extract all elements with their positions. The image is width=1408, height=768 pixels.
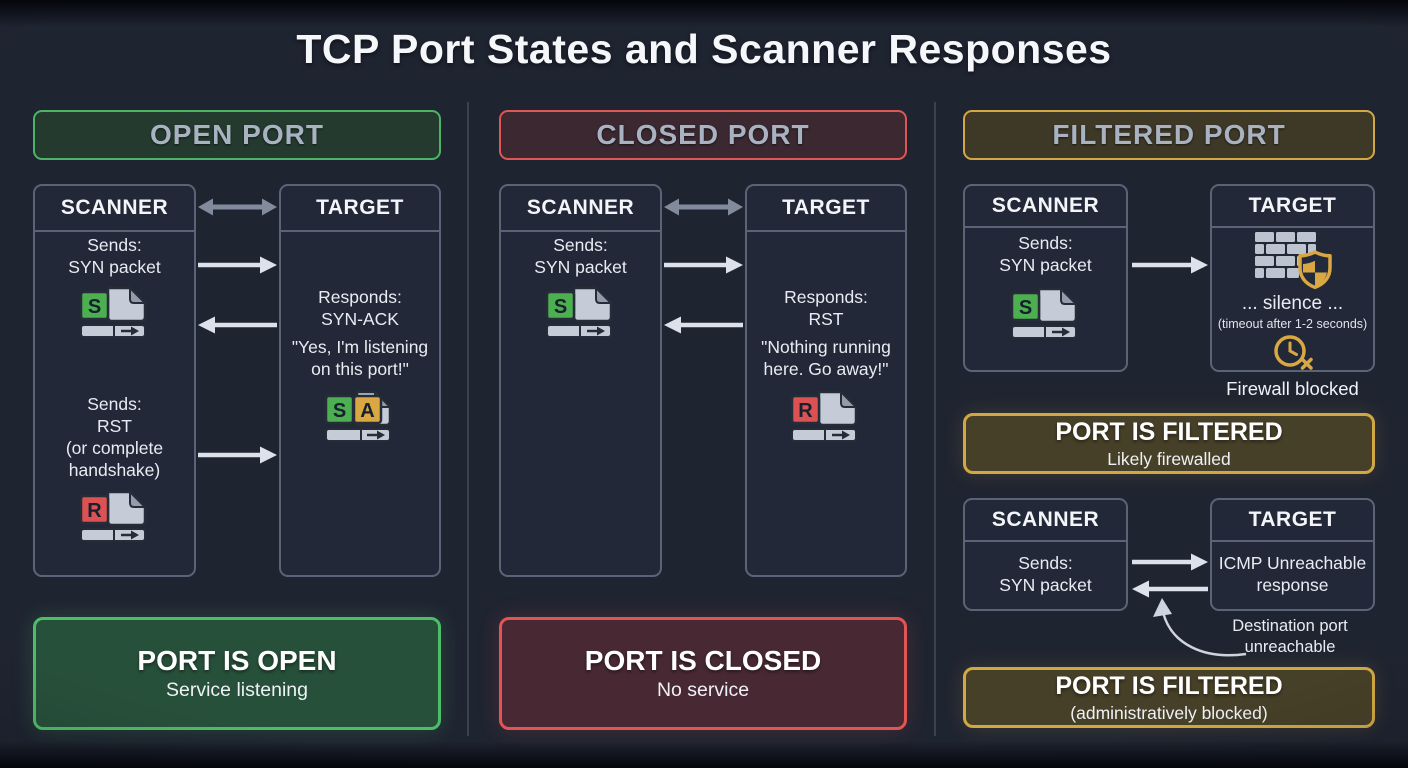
closed-port-header: CLOSED PORT [499,110,907,160]
page-title: TCP Port States and Scanner Responses [296,26,1112,72]
open-syn-arrow-icon [198,256,277,274]
filtered-result1-subtitle: Likely firewalled [1107,448,1231,469]
open-target-responds: Responds: SYN-ACK [318,287,402,330]
closed-syn-arrow-icon [664,256,743,274]
closed-scanner-box: SCANNER Sends: SYN packet S [499,184,662,577]
closed-scanner-title: SCANNER [501,186,660,232]
timeout-clock-icon [1212,333,1373,371]
filtered-port-header: FILTERED PORT [963,110,1375,160]
syn-flag-letter: S [333,400,346,422]
syn-flag-letter: S [87,296,100,318]
synack-packet-icon: S A [281,388,439,444]
open-scanner-box: SCANNER Sends: SYN packet S Sends: RST (… [33,184,196,577]
closed-scanner-step1: Sends: SYN packet [534,235,627,278]
rst-flag-letter: R [87,500,102,522]
filtered-result1-title: PORT IS FILTERED [1055,417,1283,446]
filtered-scanner-step-1: Sends: SYN packet [999,233,1092,276]
ack-flag-letter: A [360,400,374,422]
closed-rst-arrow-icon [664,316,743,334]
syn-packet-icon: S [965,285,1126,341]
firewall-shield-icon [1212,230,1373,294]
open-target-box: TARGET Responds: SYN-ACK "Yes, I'm liste… [279,184,441,577]
open-target-title: TARGET [281,186,439,232]
syn-flag-letter: S [1018,297,1031,319]
open-handshake-arrow-icon [198,198,277,216]
open-result-banner: PORT IS OPEN Service listening [33,617,441,730]
open-synack-arrow-icon [198,316,277,334]
filtered-scanner-box-1: SCANNER Sends: SYN packet S [963,184,1128,372]
rst-packet-icon: R [747,388,905,444]
closed-target-box: TARGET Responds: RST "Nothing running he… [745,184,907,577]
filtered-target-title-1: TARGET [1212,186,1373,228]
column-divider-1 [467,102,469,736]
filtered-timeout-text: (timeout after 1-2 seconds) [1217,317,1368,331]
filtered-scanner-title-2: SCANNER [965,500,1126,542]
filtered-result2-title: PORT IS FILTERED [1055,671,1283,700]
syn-packet-icon: S [501,284,660,340]
open-port-header-label: OPEN PORT [150,119,324,150]
column-divider-2 [934,102,936,736]
destination-unreachable-label: Destination port unreachable [1232,617,1348,656]
filtered-scanner-title-1: SCANNER [965,186,1126,228]
filtered-result-banner-1: PORT IS FILTERED Likely firewalled [963,413,1375,474]
closed-result-banner: PORT IS CLOSED No service [499,617,907,730]
filtered-result-banner-2: PORT IS FILTERED (administratively block… [963,667,1375,728]
filtered-scanner-box-2: SCANNER Sends: SYN packet [963,498,1128,611]
open-result-subtitle: Service listening [166,679,308,701]
filtered2-syn-arrow-icon [1132,553,1208,571]
closed-result-title: PORT IS CLOSED [584,645,822,676]
closed-result-subtitle: No service [656,679,750,701]
filtered-icmp-text: ICMP Unreachable response [1218,553,1367,596]
open-scanner-step2: Sends: RST (or complete handshake) [65,394,164,481]
rst-packet-icon: R [35,488,194,544]
closed-target-quote: "Nothing running here. Go away!" [761,337,891,380]
syn-packet-icon: S [35,284,194,340]
syn-flag-letter: S [553,296,566,318]
closed-target-responds: Responds: RST [784,287,868,330]
open-target-quote: "Yes, I'm listening on this port!" [291,337,429,380]
open-rst-arrow-icon [198,446,277,464]
rst-flag-letter: R [798,400,813,422]
filtered-result2-subtitle: (administratively blocked) [1070,702,1268,723]
filtered-silence-text: ... silence ... [1241,293,1344,314]
closed-target-title: TARGET [747,186,905,232]
filtered-target-title-2: TARGET [1212,500,1373,542]
closed-handshake-arrow-icon [664,198,743,216]
filtered-port-header-label: FILTERED PORT [1052,119,1286,150]
open-scanner-step1: Sends: SYN packet [68,235,161,278]
filtered-syn-arrow-icon [1132,256,1208,274]
closed-port-header-label: CLOSED PORT [596,119,810,150]
open-scanner-title: SCANNER [35,186,194,232]
filtered-target-box-1: TARGET ... silence ... (timeout after 1-… [1210,184,1375,372]
open-result-title: PORT IS OPEN [137,645,337,676]
open-port-header: OPEN PORT [33,110,441,160]
filtered-scanner-step-2: Sends: SYN packet [999,553,1092,596]
firewall-blocked-caption: Firewall blocked [1226,378,1359,399]
